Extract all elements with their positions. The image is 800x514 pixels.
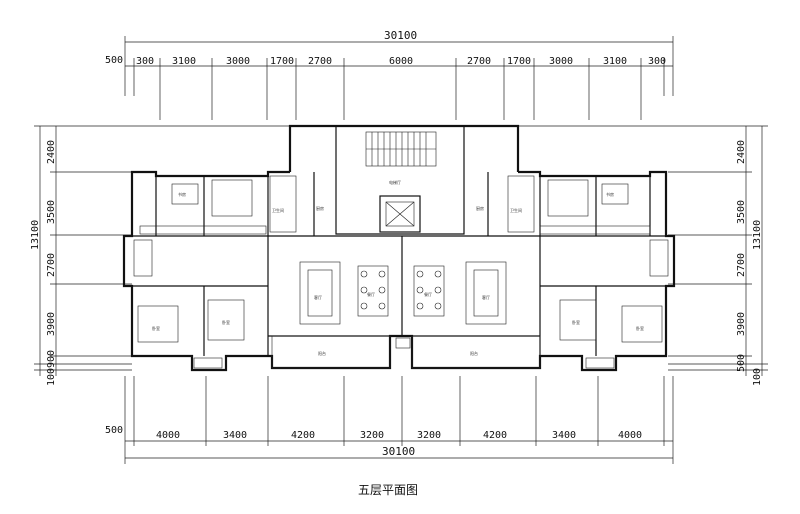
label-study-left: 书房 xyxy=(178,191,186,197)
label-balcony-left: 阳台 xyxy=(318,350,326,356)
top-seg-6: 6000 xyxy=(389,56,413,67)
bottom-seg-3: 4200 xyxy=(291,430,315,441)
top-seg-10: 3100 xyxy=(603,56,627,67)
bottom-dimensions: 500 4000 3400 4200 3200 3200 4200 3400 4… xyxy=(105,376,674,464)
right-seg-6: 100 xyxy=(752,368,763,386)
bottom-seg-8: 4000 xyxy=(618,430,642,441)
top-offset-dim: 500 xyxy=(105,55,123,66)
bottom-seg-2: 3400 xyxy=(223,430,247,441)
top-seg-3: 3000 xyxy=(226,56,250,67)
left-seg-5: 900 xyxy=(46,350,57,368)
furniture xyxy=(133,175,669,369)
bottom-seg-6: 4200 xyxy=(483,430,507,441)
top-segment-ticks xyxy=(133,58,665,120)
label-stair-hall: 电梯厅 xyxy=(389,179,401,185)
label-bath-right: 卫生间 xyxy=(510,207,522,213)
top-seg-2: 3100 xyxy=(172,56,196,67)
top-seg-5: 2700 xyxy=(308,56,332,67)
right-total-dim: 13100 xyxy=(752,220,763,250)
right-dimensions: 2400 3500 2700 3900 13100 500 100 xyxy=(510,125,768,386)
right-seg-3: 2700 xyxy=(736,253,747,277)
left-seg-6: 100 xyxy=(46,368,57,386)
left-total-dim: 13100 xyxy=(30,220,41,250)
label-dining-left: 餐厅 xyxy=(367,291,375,297)
room-labels: 电梯厅 客厅 客厅 餐厅 餐厅 卧室 卧室 卧室 卧室 厨房 厨房 阳台 阳台 … xyxy=(152,179,644,356)
label-kitchen-left: 厨房 xyxy=(316,205,324,211)
drawing-title: 五层平面图 xyxy=(358,483,418,497)
top-seg-8: 1700 xyxy=(507,56,531,67)
building-walls xyxy=(122,124,676,372)
top-seg-7: 2700 xyxy=(467,56,491,67)
label-kitchen-right: 厨房 xyxy=(476,205,484,211)
bottom-seg-5: 3200 xyxy=(417,430,441,441)
bottom-segment-ticks xyxy=(133,376,665,446)
top-seg-1: 300 xyxy=(136,56,154,67)
right-seg-2: 3500 xyxy=(736,200,747,224)
label-balcony-right: 阳台 xyxy=(470,350,478,356)
top-seg-4: 1700 xyxy=(270,56,294,67)
right-seg-1: 2400 xyxy=(736,140,747,164)
top-dimensions: 30100 500 300 3100 3000 1700 2700 6000 2… xyxy=(105,29,674,120)
left-dimensions: 13100 2400 3500 2700 3900 900 100 xyxy=(30,125,290,386)
label-bath-left: 卫生间 xyxy=(272,207,284,213)
label-living-right: 客厅 xyxy=(482,294,490,300)
stair-treads xyxy=(371,132,427,166)
right-seg-4: 3900 xyxy=(736,312,747,336)
right-seg-5: 500 xyxy=(736,354,747,372)
bottom-seg-4: 3200 xyxy=(360,430,384,441)
label-study-right: 书房 xyxy=(606,191,614,197)
top-seg-11: 300 xyxy=(648,56,666,67)
left-seg-2: 3500 xyxy=(46,200,57,224)
bottom-offset-dim: 500 xyxy=(105,425,123,436)
label-bedroom-b: 卧室 xyxy=(222,319,230,325)
label-dining-right: 餐厅 xyxy=(424,291,432,297)
label-bedroom-a: 卧室 xyxy=(152,325,160,331)
left-seg-4: 3900 xyxy=(46,312,57,336)
label-bedroom-c: 卧室 xyxy=(572,319,580,325)
left-seg-3: 2700 xyxy=(46,253,57,277)
top-seg-9: 3000 xyxy=(549,56,573,67)
left-seg-1: 2400 xyxy=(46,140,57,164)
bottom-total-dim: 30100 xyxy=(382,445,415,458)
label-living-left: 客厅 xyxy=(314,294,322,300)
label-bedroom-d: 卧室 xyxy=(636,325,644,331)
bottom-seg-1: 4000 xyxy=(156,430,180,441)
top-total-dim: 30100 xyxy=(384,29,417,42)
bottom-seg-7: 3400 xyxy=(552,430,576,441)
